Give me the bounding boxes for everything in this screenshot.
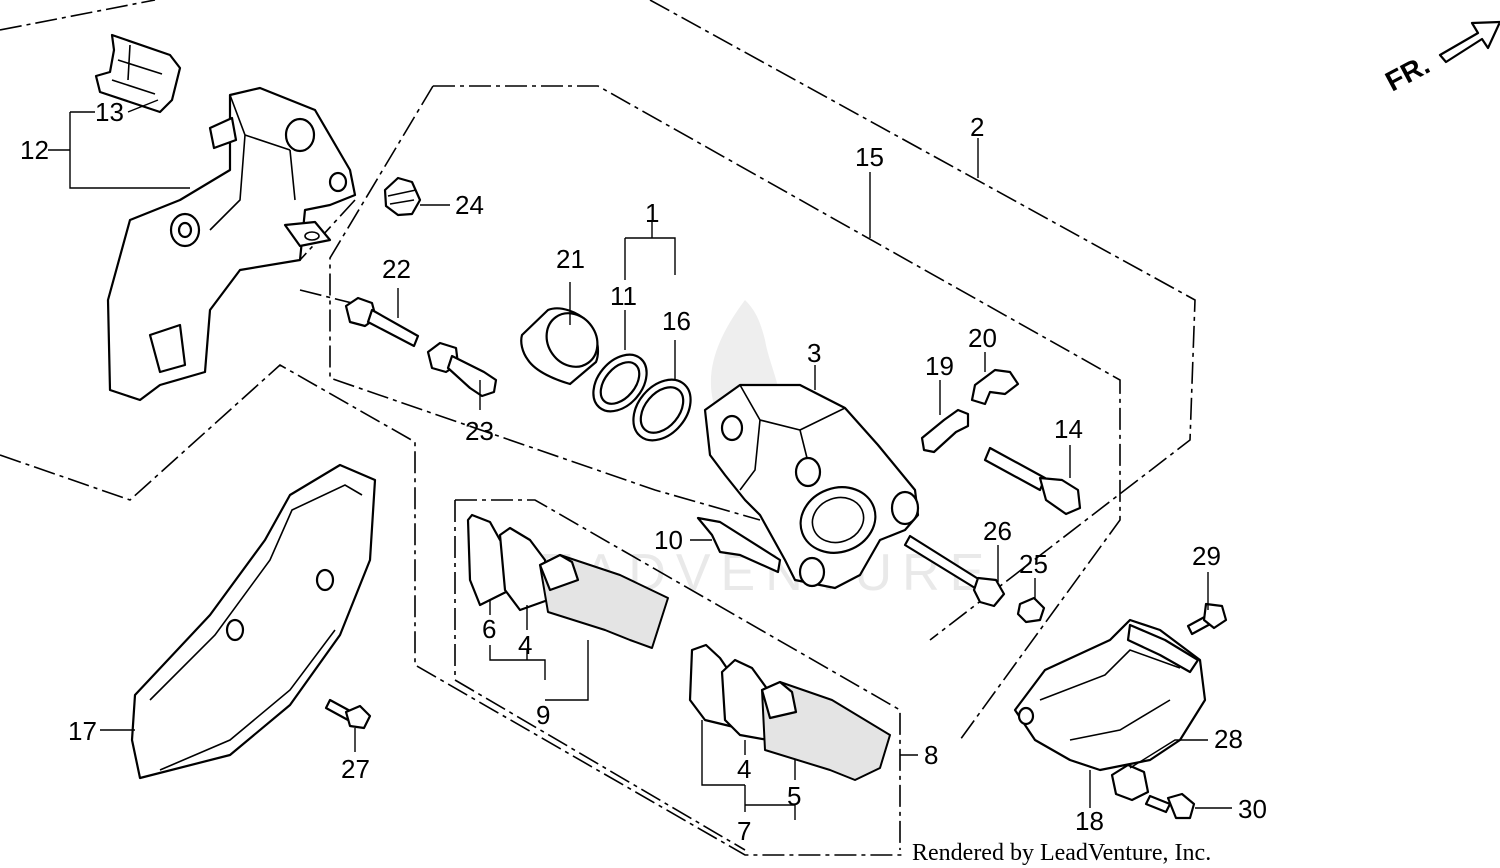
callout-28: 28 bbox=[1214, 724, 1243, 754]
callout-24: 24 bbox=[455, 190, 484, 220]
brake-pad-set-rear bbox=[688, 643, 891, 781]
front-arrow-icon bbox=[1438, 20, 1500, 64]
dust-seal bbox=[632, 378, 692, 442]
callout-21: 21 bbox=[556, 244, 585, 274]
pin-plug bbox=[1016, 596, 1046, 624]
callout-29: 29 bbox=[1192, 541, 1221, 571]
bleeder-cap bbox=[383, 176, 422, 217]
brake-pad-set-front bbox=[466, 513, 669, 649]
callout-25: 25 bbox=[1019, 549, 1048, 579]
callout-16: 16 bbox=[662, 306, 691, 336]
callout-15: 15 bbox=[855, 142, 884, 172]
caliper-guard bbox=[1013, 618, 1207, 772]
callout-9: 9 bbox=[536, 700, 550, 730]
pad-pin bbox=[903, 534, 1006, 608]
callout-4-front: 4 bbox=[518, 630, 532, 660]
guard-bolt-29 bbox=[1186, 602, 1228, 636]
callout-18: 18 bbox=[1075, 806, 1104, 836]
callout-30: 30 bbox=[1238, 794, 1267, 824]
callout-11: 11 bbox=[610, 281, 637, 311]
callout-2: 2 bbox=[970, 112, 984, 142]
pin-bolt-23 bbox=[426, 341, 498, 398]
callout-13: 13 bbox=[95, 97, 124, 127]
piston bbox=[520, 307, 599, 386]
callout-17: 17 bbox=[68, 716, 97, 746]
callout-1: 1 bbox=[645, 198, 659, 228]
callout-14: 14 bbox=[1054, 414, 1083, 444]
callout-19: 19 bbox=[925, 351, 954, 381]
callout-5: 5 bbox=[787, 781, 801, 811]
callout-8: 8 bbox=[924, 740, 938, 770]
bleed-valve bbox=[920, 408, 970, 454]
disc-cover bbox=[130, 463, 377, 780]
caliper-body bbox=[703, 383, 920, 590]
piston-seal bbox=[592, 353, 648, 413]
callout-4-rear: 4 bbox=[737, 754, 751, 784]
callout-7: 7 bbox=[737, 816, 751, 846]
pin-bolt-22 bbox=[344, 296, 420, 348]
callout-3: 3 bbox=[807, 338, 821, 368]
callout-20: 20 bbox=[968, 323, 997, 353]
callout-10: 10 bbox=[654, 525, 683, 555]
guard-bolt-30 bbox=[1144, 792, 1196, 820]
callout-27: 27 bbox=[341, 754, 370, 784]
front-label: FR. bbox=[1380, 49, 1434, 98]
slide-pin bbox=[983, 446, 1082, 516]
callout-12: 12 bbox=[20, 135, 49, 165]
callout-6: 6 bbox=[482, 614, 496, 644]
guard-collar bbox=[1110, 763, 1150, 802]
leader-lines bbox=[48, 99, 1232, 820]
callout-22: 22 bbox=[382, 254, 411, 284]
pad-retainer bbox=[696, 516, 782, 574]
retaining-clip bbox=[970, 368, 1020, 406]
callout-23: 23 bbox=[465, 416, 494, 446]
cover-bolt bbox=[324, 698, 372, 730]
callout-labels: 1 2 3 4 4 5 6 7 8 9 10 11 12 13 14 15 16… bbox=[20, 97, 1267, 846]
pad-spring bbox=[94, 33, 182, 114]
caliper-bracket bbox=[106, 86, 357, 402]
front-direction-indicator: FR. bbox=[1380, 20, 1500, 98]
render-credit: Rendered by LeadVenture, Inc. bbox=[912, 840, 1211, 866]
callout-26: 26 bbox=[983, 516, 1012, 546]
